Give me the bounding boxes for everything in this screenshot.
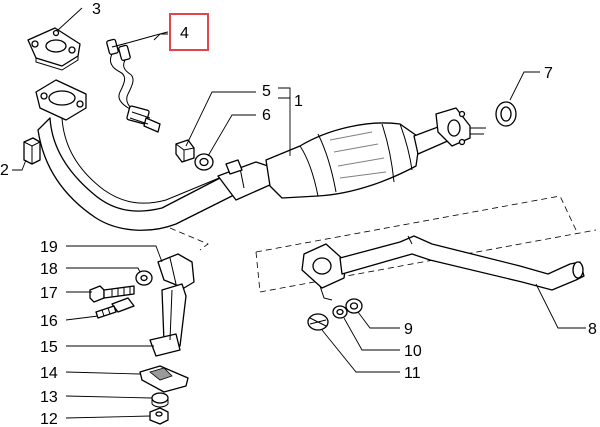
part-12-nut[interactable] — [149, 407, 169, 425]
callout-8[interactable]: 8 — [588, 321, 597, 338]
part-16-stud[interactable] — [95, 297, 135, 319]
part-8-tail-pipe[interactable] — [301, 235, 585, 301]
callout-11[interactable]: 11 — [404, 365, 421, 382]
part-17-bolt[interactable] — [89, 285, 135, 303]
callout-17[interactable]: 17 — [40, 285, 58, 302]
callout-19[interactable]: 19 — [40, 239, 58, 256]
part-14-heat-shield-plate[interactable] — [139, 365, 189, 393]
part-4-lambda-sensor[interactable] — [106, 31, 169, 133]
callout-12[interactable]: 12 — [40, 411, 58, 427]
assembly-outline — [169, 195, 597, 293]
callout-10[interactable]: 10 — [404, 343, 422, 360]
callout-1[interactable]: 1 — [294, 93, 303, 110]
part-19-bracket[interactable] — [157, 253, 195, 289]
callout-7[interactable]: 7 — [544, 65, 553, 82]
callout-18[interactable]: 18 — [40, 261, 58, 278]
highlight-box-callout-4 — [169, 13, 209, 51]
callout-16[interactable]: 16 — [40, 313, 58, 330]
part-15-hanger-bracket[interactable] — [149, 283, 187, 357]
sensor-boss — [225, 159, 243, 175]
catalytic-converter[interactable] — [265, 107, 486, 199]
callout-3[interactable]: 3 — [92, 1, 101, 18]
part-3-flange-gasket[interactable] — [27, 27, 81, 71]
callout-13[interactable]: 13 — [40, 389, 58, 406]
part-9-nut[interactable] — [345, 298, 363, 314]
part-7-sealing-ring[interactable] — [495, 101, 517, 127]
callout-6[interactable]: 6 — [262, 107, 271, 124]
callout-14[interactable]: 14 — [40, 365, 58, 382]
front-exhaust-pipe[interactable] — [35, 79, 273, 231]
part-11-spring[interactable] — [307, 313, 329, 331]
callout-15[interactable]: 15 — [40, 339, 58, 356]
callout-4[interactable]: 4 — [180, 25, 189, 42]
callout-2[interactable]: 2 — [0, 162, 9, 179]
part-2-nut[interactable] — [23, 137, 41, 165]
part-18-rubber-mount[interactable] — [135, 270, 153, 286]
callout-5[interactable]: 5 — [262, 83, 271, 100]
part-5-stud-nut[interactable] — [175, 139, 195, 163]
part-13-rubber-washer[interactable] — [151, 392, 169, 408]
part-10-washer[interactable] — [332, 305, 348, 319]
part-6-washer[interactable] — [194, 153, 214, 171]
callout-9[interactable]: 9 — [404, 321, 413, 338]
leader-lines — [12, 7, 586, 419]
